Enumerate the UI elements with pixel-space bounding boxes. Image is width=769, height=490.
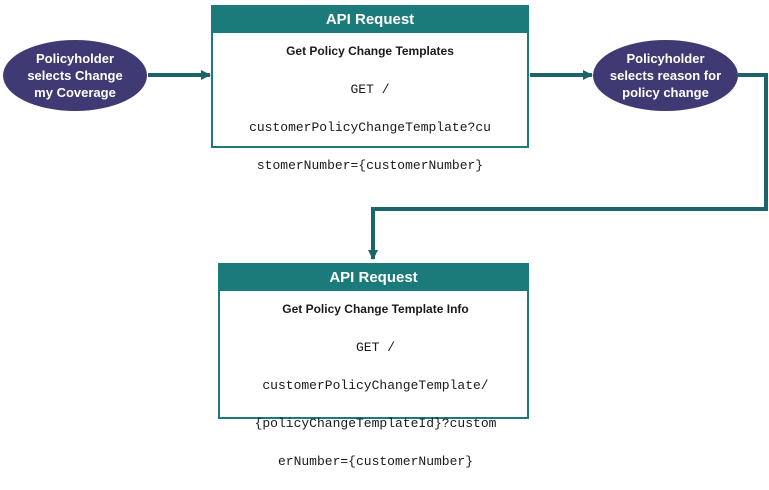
start-node-line-3: my Coverage [34, 85, 116, 100]
api-request-endpoint-2: GET / customerPolicyChangeTemplate/ {pol… [234, 319, 517, 490]
api-request-header-1: API Request [213, 7, 527, 33]
api-request-header-2: API Request [220, 265, 527, 291]
reason-node-line-1: Policyholder [626, 51, 705, 66]
api-request-title-1: Get Policy Change Templates [286, 44, 454, 58]
api-request-title-2: Get Policy Change Template Info [282, 302, 469, 316]
start-node-line-1: Policyholder [35, 51, 115, 66]
api-request-path-2-line-1: customerPolicyChangeTemplate/ [262, 378, 489, 393]
arrow-reason-to-request-2 [368, 73, 768, 260]
api-request-path-2-line-2: {policyChangeTemplateId}?custom [254, 416, 497, 431]
api-request-box-2: API Request Get Policy Change Template I… [218, 263, 529, 469]
connectors [148, 70, 768, 260]
api-request-path-2-line-3: erNumber={customerNumber} [277, 454, 474, 469]
reason-node-line-2: selects reason for [609, 68, 722, 83]
start-node-line-2: selects Change [27, 68, 123, 83]
api-request-method-1: GET / [350, 82, 390, 97]
api-request-method-2: GET / [355, 340, 395, 355]
api-request-path-1-line-2: stomerNumber={customerNumber} [256, 158, 484, 173]
start-node: Policyholder selects Change my Coverage [3, 40, 147, 111]
reason-node: Policyholder selects reason for policy c… [593, 40, 738, 111]
api-request-path-1-line-1: customerPolicyChangeTemplate?cu [249, 120, 491, 135]
api-request-endpoint-1: GET / customerPolicyChangeTemplate?cu st… [221, 61, 519, 194]
api-request-box-1: API Request Get Policy Change Templates … [211, 5, 529, 173]
reason-node-line-3: policy change [622, 85, 709, 100]
